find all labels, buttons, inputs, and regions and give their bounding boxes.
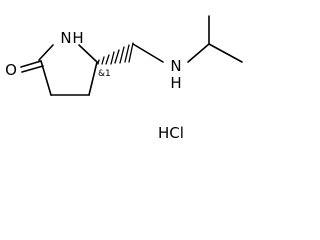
ring-nitrogen-label: N <box>60 29 71 47</box>
carbonyl-bond-inner <box>21 65 44 73</box>
oxygen-label: O <box>5 61 17 79</box>
bond-ch2-nh <box>132 43 164 63</box>
ring-hydrogen-label: H <box>72 29 83 47</box>
chain-hydrogen-label: H <box>170 74 181 92</box>
bond-ch-methyl-right <box>208 43 243 63</box>
hydrochloride-label: HCl <box>158 124 184 142</box>
stereo-descriptor-label: &1 <box>98 69 111 79</box>
bond-c4-c5 <box>88 61 98 96</box>
hashed-wedge-bond <box>97 42 134 65</box>
bond-nh-ch <box>187 43 210 63</box>
bond-n-c2 <box>38 44 54 61</box>
carbonyl-bond-outer <box>20 60 42 68</box>
bond-c5-n <box>78 44 98 63</box>
chemical-structure: N H O N H &1 HCl <box>5 15 243 142</box>
chain-nitrogen-label: N <box>170 57 181 75</box>
